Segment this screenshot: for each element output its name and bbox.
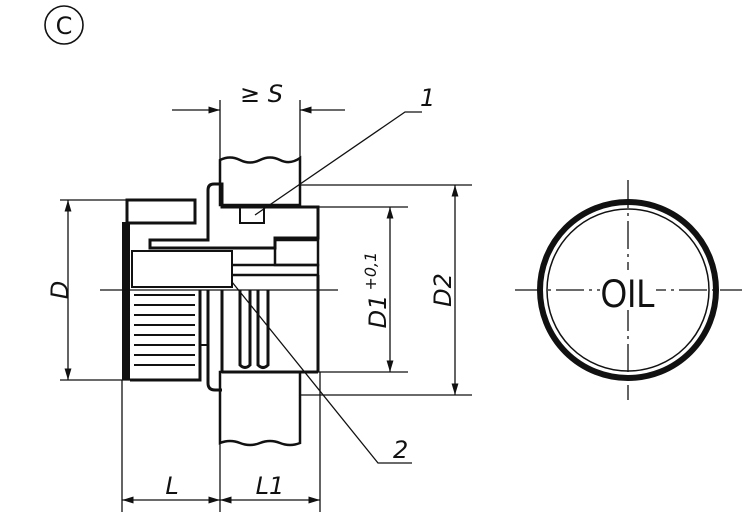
wall-section (218, 155, 302, 447)
callout-2: 2 (393, 436, 408, 464)
extension-lines (60, 100, 472, 512)
dimension-lines (64, 106, 459, 504)
front-view: OIL (515, 180, 742, 400)
oil-marking: OIL (601, 270, 656, 315)
dimension-d2-label: D2 (429, 273, 457, 307)
dimension-s-label: ≥ S (240, 80, 283, 108)
plug-section (122, 182, 320, 392)
leader-1 (254, 111, 422, 216)
dimension-d1-label: D1+0,1 (361, 252, 392, 329)
callout-1: 1 (420, 84, 435, 112)
view-label-c: C (44, 5, 84, 45)
leader-2 (231, 281, 412, 464)
dimension-l1-label: L1 (256, 472, 285, 500)
svg-text:C: C (56, 12, 73, 40)
dimension-l-label: L (165, 472, 178, 500)
dimension-d-label: D (46, 281, 74, 299)
